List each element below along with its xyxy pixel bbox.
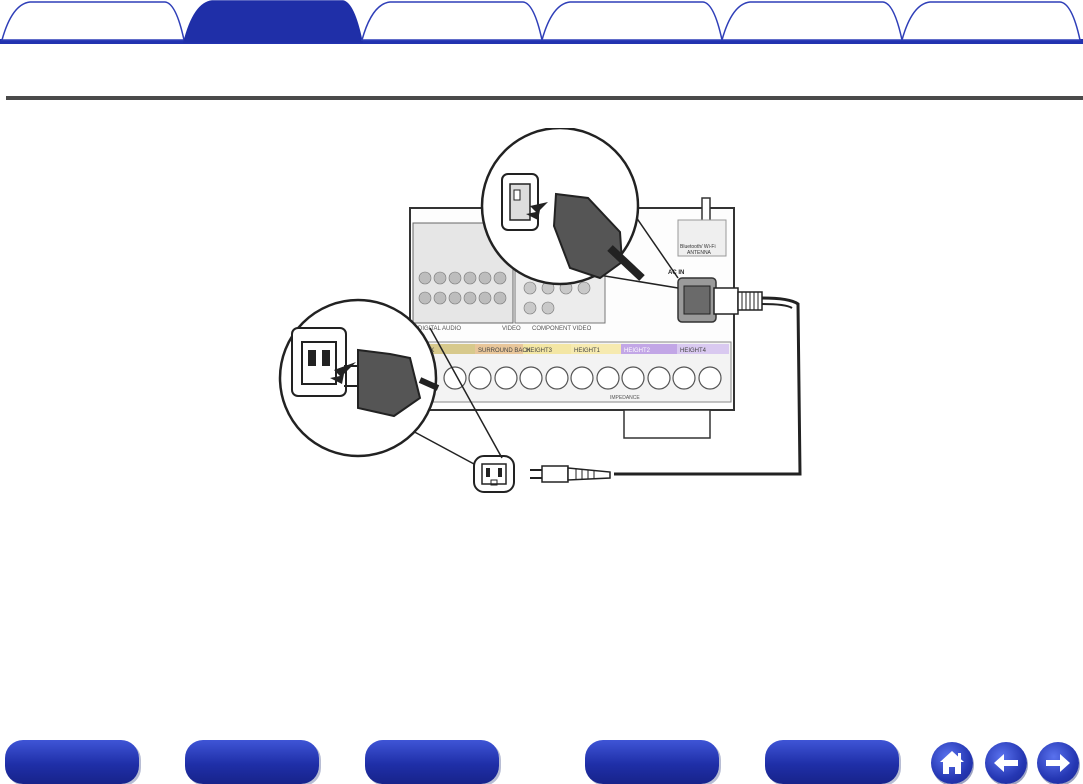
wall-plug [530,465,611,483]
section-divider [6,96,1083,100]
nav-button-2[interactable] [185,740,319,784]
speaker-label-surround-back: SURROUND BACK [478,348,531,354]
speaker-label-height1: HEIGHT1 [574,348,601,354]
antenna-label-2: ANTENNA [687,250,712,256]
speaker-label-height4: HEIGHT4 [680,348,707,354]
tab-4[interactable] [541,1,723,41]
speaker-label-height3: HEIGHT3 [526,348,553,354]
antenna-label-1: Bluetooth/ Wi-Fi [680,244,716,250]
digital-audio-label: DIGITAL AUDIO [418,326,461,332]
back-button[interactable] [985,742,1027,784]
tab-6[interactable] [901,1,1081,41]
outlet-zoom-callout [278,298,503,465]
diagram-graphic: DIGITAL AUDIO VIDEO COMPONENT VIDEO BACK… [278,126,802,493]
tab-2[interactable] [183,0,363,43]
video-label: VIDEO [502,326,521,332]
tab-1[interactable] [1,1,185,41]
tab-5[interactable] [721,1,903,41]
tab-bar-graphic [0,0,1083,44]
inlet-zoom-callout [480,126,679,289]
wall-outlet [473,455,515,493]
forward-arrow-icon [1046,754,1070,772]
speaker-label-height2: HEIGHT2 [624,348,651,354]
nav-button-3[interactable] [365,740,499,784]
back-arrow-icon [994,754,1018,772]
bottom-navigation [0,740,1083,784]
nav-button-5[interactable] [765,740,899,784]
power-cord-connection-diagram: DIGITAL AUDIO VIDEO COMPONENT VIDEO BACK… [270,126,830,500]
home-button[interactable] [931,742,973,784]
impedance-label: IMPEDANCE [610,395,640,401]
component-video-label: COMPONENT VIDEO [532,326,592,332]
nav-button-4[interactable] [585,740,719,784]
forward-button[interactable] [1037,742,1079,784]
home-icon [940,751,964,774]
nav-button-1[interactable] [5,740,139,784]
tab-bar [0,0,1083,44]
ac-in-label: AC IN [668,270,684,276]
tab-3[interactable] [361,1,543,41]
